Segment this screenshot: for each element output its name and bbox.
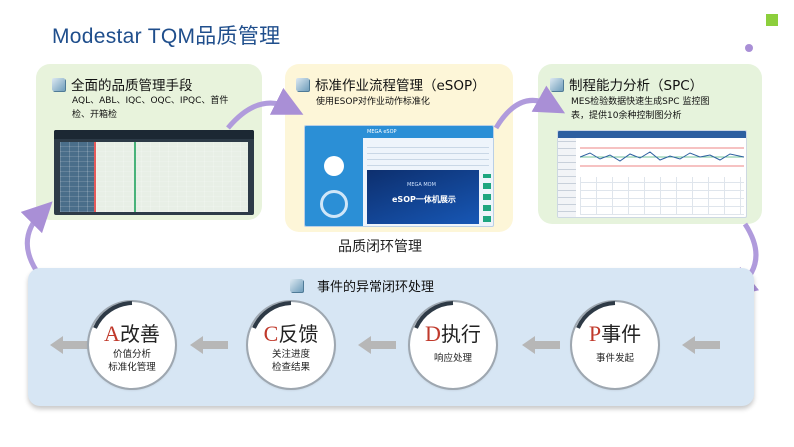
stage-ring <box>246 300 336 390</box>
spc-panel-header: 制程能力分析（SPC） <box>550 74 703 94</box>
progress-ring <box>320 190 348 218</box>
stage-do-letter: D <box>425 321 441 346</box>
stage-check-name: 反馈 <box>278 322 319 346</box>
stage-act-letter: A <box>104 321 120 346</box>
control-chart <box>580 147 744 167</box>
stage-check-line2: 检查结果 <box>271 362 310 373</box>
spc-desc-line1: MES检验数据快速生成SPC 监控图 <box>571 97 710 107</box>
stage-do: D执行 响应处理 <box>408 300 498 390</box>
spc-panel-desc: MES检验数据快速生成SPC 监控图 表，提供10余种控制图分析 <box>571 95 709 123</box>
esop-brand: MEGA eSOP <box>367 129 397 135</box>
arrow-events-to-quality <box>20 201 53 272</box>
quality-desc-line1: AQL、ABL、IQC、OQC、IPQC、首件 <box>72 96 229 106</box>
stage-ring <box>408 300 498 390</box>
stage-do-name: 执行 <box>440 322 481 346</box>
spc-panel-title: 制程能力分析（SPC） <box>569 78 704 94</box>
stage-ring <box>87 300 177 390</box>
spc-screenshot <box>557 130 747 218</box>
stage-do-title: D执行 <box>410 318 496 347</box>
esop-sidebar <box>305 138 363 226</box>
stage-act-name: 改善 <box>119 322 160 346</box>
cube-icon <box>550 77 563 91</box>
stage-check-line1: 关注进度 <box>271 349 310 360</box>
esop-panel-title: 标准作业流程管理（eSOP） <box>315 78 486 94</box>
quality-panel-title: 全面的品质管理手段 <box>71 78 193 94</box>
inspection-table <box>60 142 248 212</box>
spc-topbar <box>558 131 746 138</box>
stage-plan-line1: 事件发起 <box>595 353 634 364</box>
esop-panel-desc: 使用ESOP对作业动作标准化 <box>316 97 430 107</box>
spc-sidebar <box>558 138 576 217</box>
spc-desc-line2: 表，提供10余种控制图分析 <box>571 111 682 121</box>
table-highlight-red <box>94 142 96 212</box>
stage-plan-letter: P <box>588 321 602 346</box>
stage-plan-name: 事件 <box>601 322 642 346</box>
esop-topbar: MEGA eSOP <box>305 126 493 138</box>
page-title: Modestar TQM品质管理 <box>52 25 281 48</box>
stage-act-title: A改善 <box>89 318 175 347</box>
quality-screenshot <box>54 130 254 215</box>
cube-icon <box>290 279 303 292</box>
table-highlight-green <box>134 142 136 212</box>
loop-label: 品质闭环管理 <box>338 239 422 255</box>
spc-data-table <box>580 177 744 215</box>
quality-panel-header: 全面的品质管理手段 <box>52 74 193 94</box>
avatar <box>324 156 344 176</box>
esop-video: MEGA MOM eSOP一体机展示 <box>367 170 479 224</box>
video-caption: MEGA MOM <box>407 182 436 188</box>
event-loop-title: 事件的异常闭环处理 <box>317 280 435 295</box>
quality-desc-line2: 检、开箱检 <box>72 110 118 120</box>
quality-panel-desc: AQL、ABL、IQC、OQC、IPQC、首件 检、开箱检 <box>72 94 228 122</box>
stage-plan-title: P事件 <box>572 318 658 347</box>
stage-check-letter: C <box>263 321 279 346</box>
esop-panel-header: 标准作业流程管理（eSOP） <box>296 74 486 94</box>
stage-check: C反馈 关注进度 检查结果 <box>246 300 336 390</box>
event-loop-header: 事件的异常闭环处理 <box>290 276 434 295</box>
stage-ring <box>570 300 660 390</box>
stage-do-line1: 响应处理 <box>433 353 472 364</box>
cube-icon <box>52 77 65 91</box>
video-title: eSOP一体机展示 <box>392 195 456 204</box>
cube-icon <box>296 77 309 91</box>
stage-act-line1: 价值分析 <box>112 349 151 360</box>
esop-action-buttons <box>483 174 491 222</box>
esop-screenshot: MEGA eSOP MEGA MOM eSOP一体机展示 <box>304 125 494 227</box>
stage-act-line2: 标准化管理 <box>108 362 156 373</box>
decorative-green-square <box>766 14 778 26</box>
decorative-purple-dot <box>745 44 753 52</box>
esop-info-list <box>367 142 489 166</box>
stage-plan: P事件 事件发起 <box>570 300 660 390</box>
screenshot-toolbar <box>54 130 254 139</box>
stage-check-title: C反馈 <box>248 318 334 347</box>
stage-act: A改善 价值分析 标准化管理 <box>87 300 177 390</box>
